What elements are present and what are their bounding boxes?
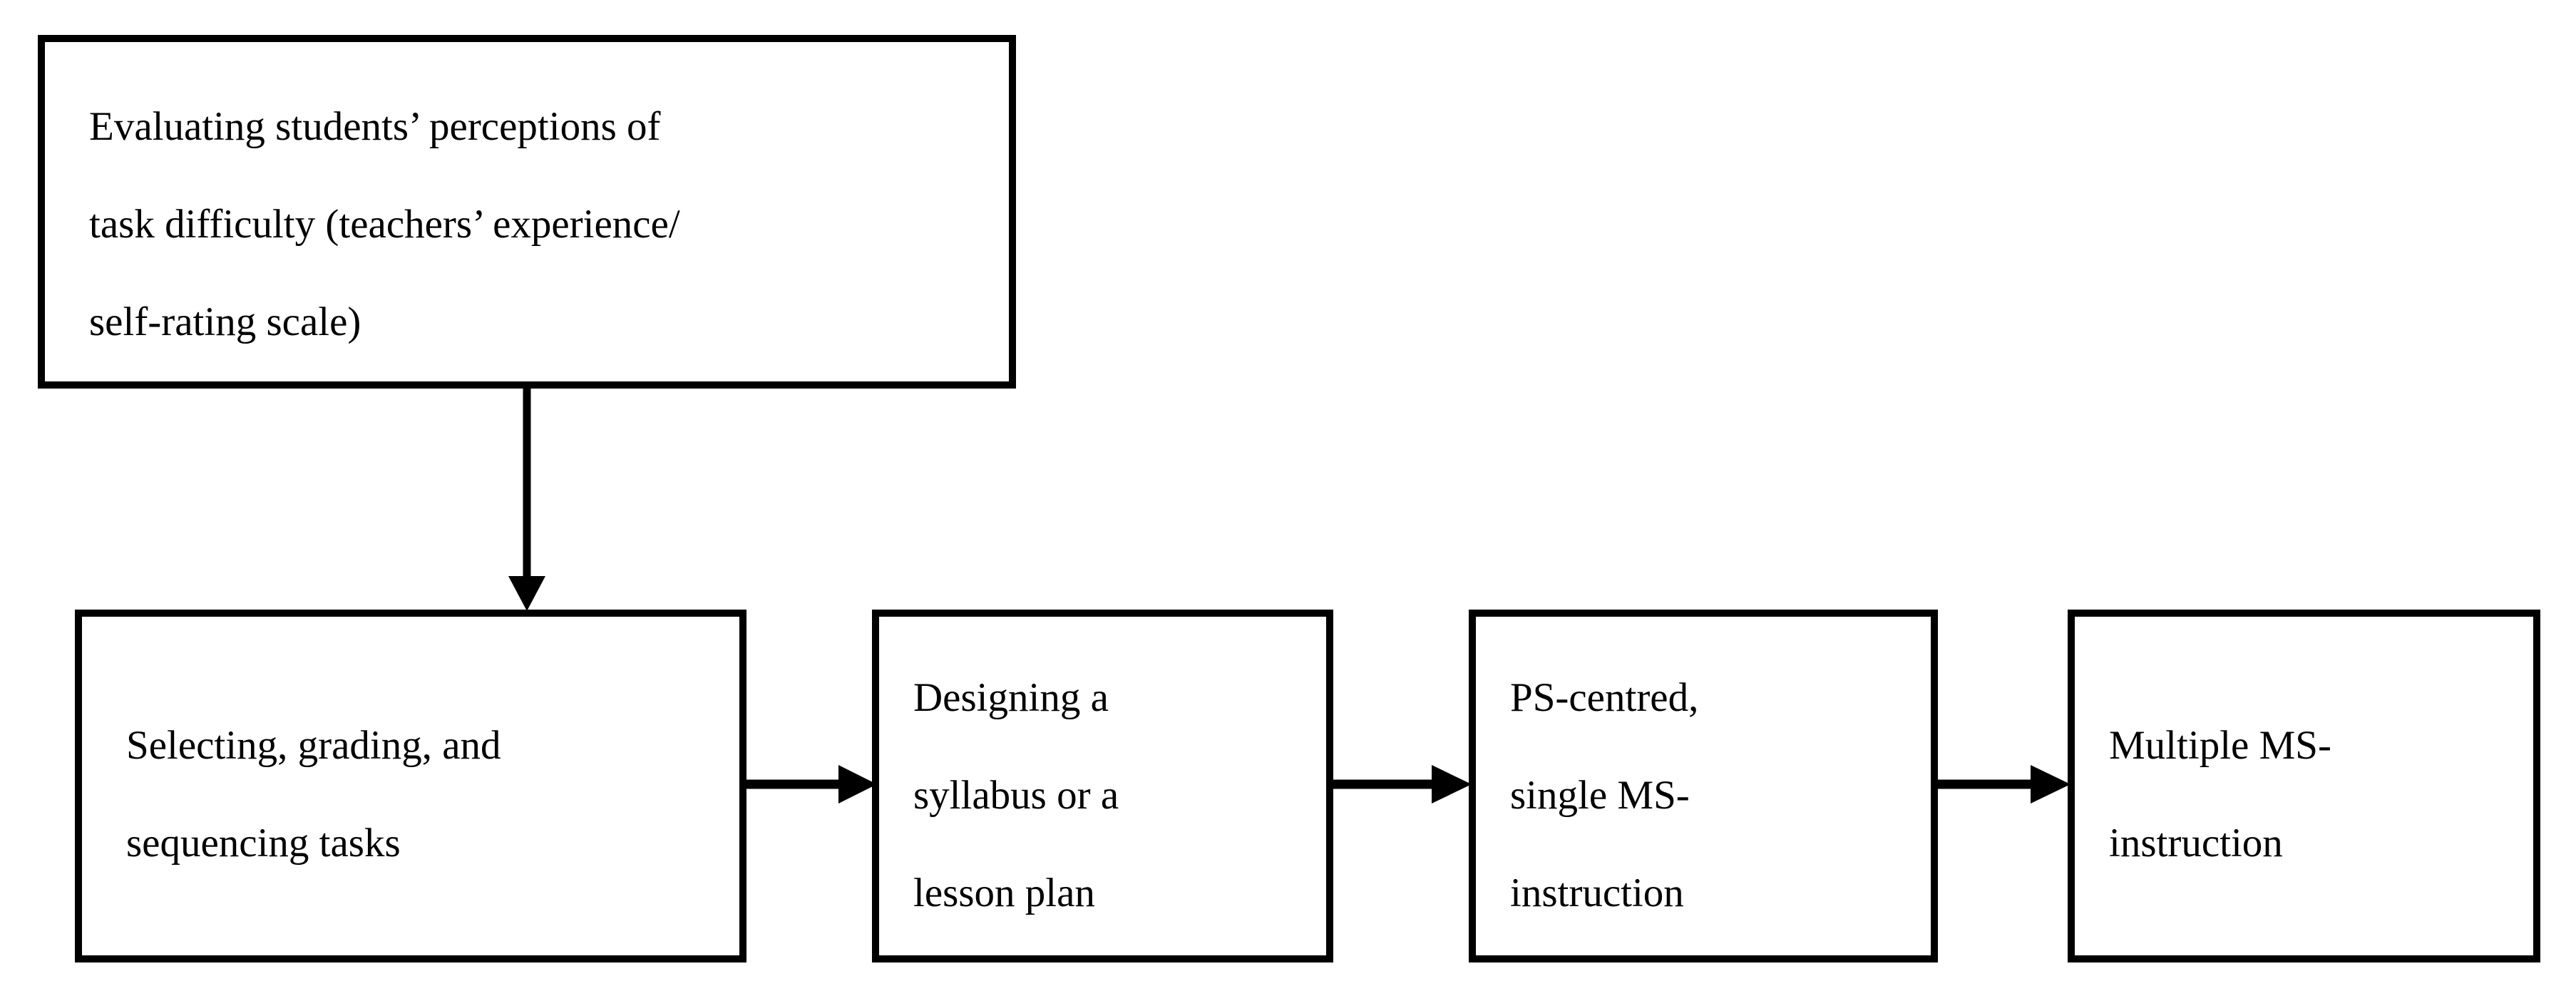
node-pscentred-label: PS-centred, single MS- instruction xyxy=(1510,675,1699,915)
node-ps-centred-single-ms-instruction: PS-centred, single MS- instruction xyxy=(1469,610,1938,962)
node-designing-label: Designing a syllabus or a lesson plan xyxy=(913,675,1119,915)
node-selecting-label: Selecting, grading, and sequencing tasks xyxy=(126,723,501,866)
connector-pscentred-to-multiple xyxy=(1932,759,2075,809)
connector-selecting-to-designing xyxy=(742,759,881,809)
node-evaluating-perceptions: Evaluating students’ perceptions of task… xyxy=(38,35,1016,389)
node-selecting-grading-sequencing: Selecting, grading, and sequencing tasks xyxy=(75,610,746,962)
node-multiple-label: Multiple MS- instruction xyxy=(2109,723,2331,866)
node-multiple-ms-instruction: Multiple MS- instruction xyxy=(2068,610,2540,962)
connector-designing-to-pscentred xyxy=(1328,759,1477,809)
node-evaluating-label: Evaluating students’ perceptions of task… xyxy=(89,104,680,344)
connector-evaluating-to-selecting xyxy=(499,385,556,617)
node-designing-syllabus-lesson-plan: Designing a syllabus or a lesson plan xyxy=(872,610,1333,962)
